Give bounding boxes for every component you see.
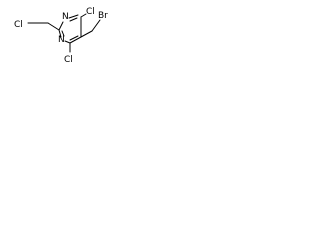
bond-c4-n3 (64, 40, 71, 44)
bond-n1-c6 (68, 14, 79, 19)
chemical-structure: N N Cl Cl Cl Br (14, 7, 108, 65)
bond-c2-ch2 (47, 22, 60, 31)
bond-c5-c4-inner (69, 35, 79, 41)
atom-n-top: N (62, 12, 69, 22)
atom-cl-right-bottom: Cl (64, 55, 73, 65)
bond-n3-c2-inner (61, 30, 65, 37)
bond-ch2-br (91, 19, 101, 32)
atom-n-bottom: N (58, 35, 65, 45)
bond-n1-c6-inner (69, 17, 78, 22)
bond-c2-n1 (58, 21, 64, 31)
bond-c6-cl (80, 13, 87, 18)
atom-br: Br (98, 11, 108, 21)
atom-cl-left: Cl (14, 20, 23, 30)
bond-n3-c2 (58, 29, 62, 38)
bond-c5-ch2 (80, 30, 93, 38)
bond-c5-c4 (69, 36, 82, 44)
atom-cl-right-top: Cl (86, 7, 95, 17)
